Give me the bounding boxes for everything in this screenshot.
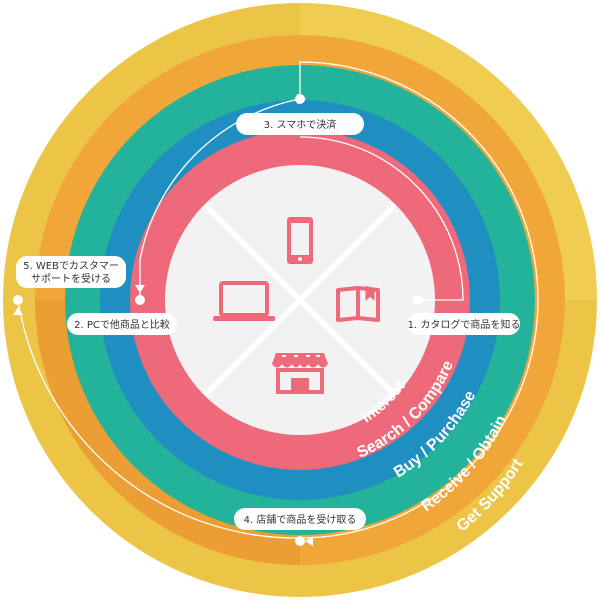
path-step1-to-step3	[299, 136, 464, 301]
step-5-label-line2: サポートを受ける	[31, 273, 111, 285]
step-2-label: 2. PCで他商品と比較	[74, 318, 170, 331]
arrow-into-step4	[305, 536, 313, 546]
journey-path	[17, 61, 539, 539]
step-4-label: 4. 店舗で商品を受け取る	[244, 513, 357, 526]
step-5-label-line1: 5. WEBでカスタマー	[23, 260, 119, 272]
path-step3-to-step2	[139, 98, 301, 300]
arrow-into-step2	[135, 285, 145, 293]
dot-step4	[295, 536, 305, 546]
smartphone-icon	[287, 217, 313, 264]
step-1-label: 1. カタログで商品を知る	[408, 318, 521, 331]
dot-step2	[135, 295, 145, 305]
book-icon	[336, 286, 380, 322]
step-3-label: 3. スマホで決済	[264, 118, 336, 131]
step-1-pill: 1. カタログで商品を知る	[408, 313, 521, 335]
dot-step1	[413, 295, 423, 305]
rings	[3, 3, 597, 597]
store-icon	[272, 353, 328, 394]
laptop-icon	[213, 281, 275, 321]
step-4-pill: 4. 店舗で商品を受け取る	[234, 508, 366, 530]
path-step3-loop	[299, 61, 539, 539]
step-2-pill: 2. PCで他商品と比較	[67, 313, 177, 335]
step-5-pill: 5. WEBでカスタマー サポートを受ける	[16, 256, 126, 288]
arrow-into-step5	[13, 307, 23, 315]
path-step4-to-step5	[17, 299, 301, 539]
journey-arrows	[13, 94, 313, 546]
dot-step5	[13, 295, 23, 305]
step-3-pill: 3. スマホで決済	[236, 113, 364, 135]
arrow-into-step3	[297, 94, 306, 104]
center-divider-2	[203, 203, 397, 397]
